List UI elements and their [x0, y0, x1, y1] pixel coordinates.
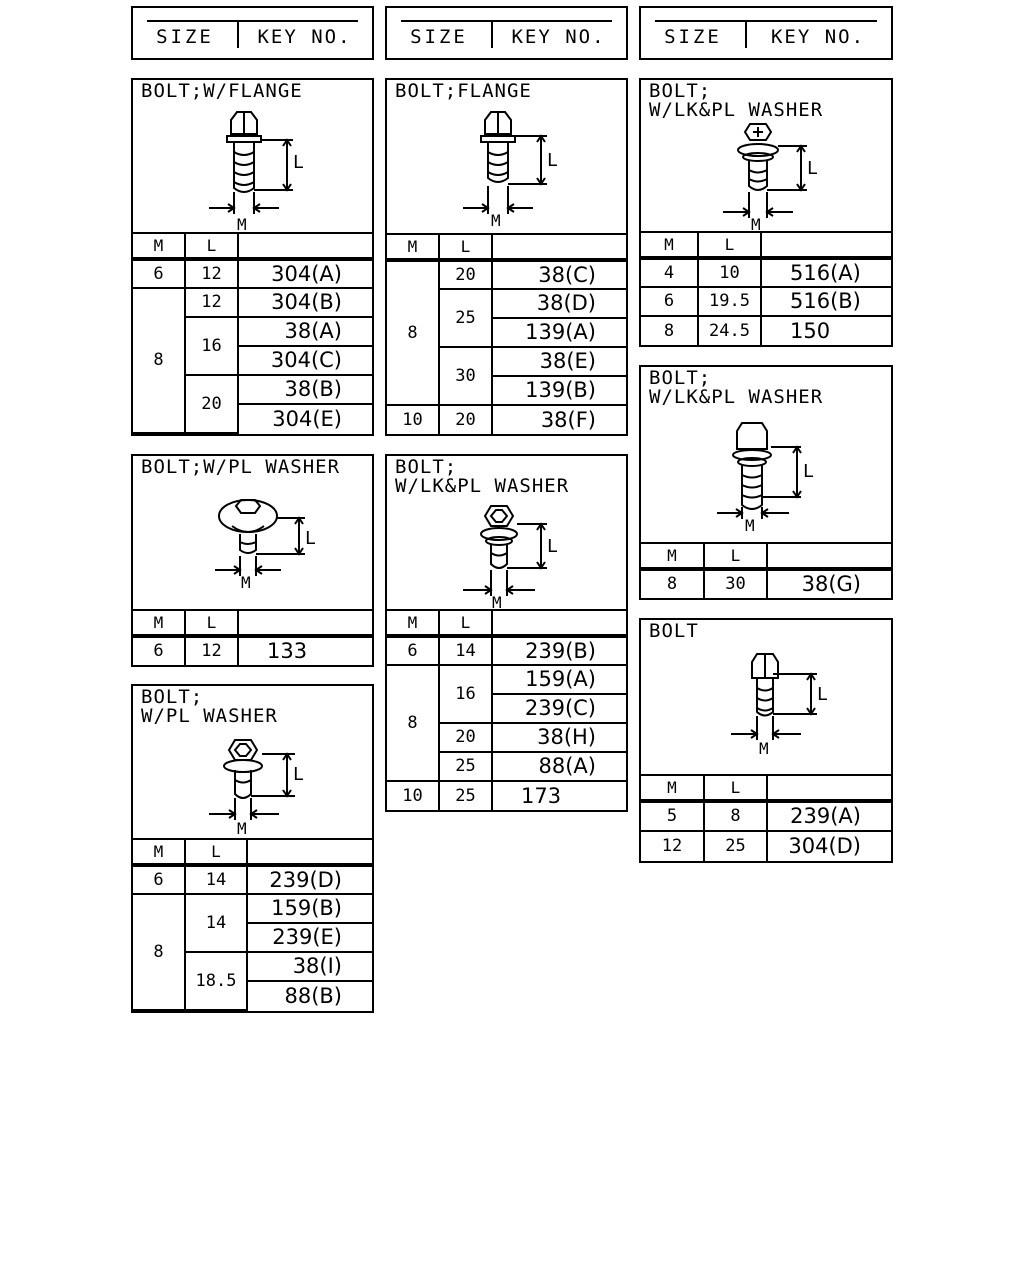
length-label: L: [807, 158, 818, 179]
diameter-label: M: [491, 211, 501, 230]
key-no-cell: 239(A): [766, 800, 891, 832]
key-no-cell: 304(C): [238, 345, 372, 376]
panel-title: BOLT;W/FLANGE: [141, 80, 303, 102]
panel-title: BOLT; W/PL WASHER: [141, 686, 278, 727]
length-label: L: [293, 764, 304, 785]
key-no-cell: 239(C): [492, 693, 626, 724]
panel-title: BOLT; W/LK&PL WASHER: [395, 456, 570, 497]
size-keyno-header-2: SIZE KEY NO.: [385, 6, 628, 60]
length-label: L: [547, 536, 558, 557]
key-no-cell: 159(A): [491, 664, 626, 695]
key-no-cell: 38(I): [246, 951, 372, 982]
key-no-cell: 88(B): [247, 980, 372, 1010]
key-no-cell: 38(E): [491, 346, 626, 377]
diameter-label: M: [492, 593, 502, 612]
key-no-cell: 88(A): [491, 751, 626, 782]
diameter-label: M: [745, 516, 755, 535]
diameter-label: M: [241, 573, 251, 592]
diameter-label: M: [237, 215, 247, 234]
length-label: L: [305, 528, 316, 549]
key-no-cell: 239(D): [246, 864, 372, 895]
size-label: SIZE: [664, 26, 722, 48]
key-no-cell: 516(A): [760, 257, 891, 288]
key-no-cell: 516(B): [760, 286, 891, 317]
key-no-cell: 304(A): [237, 258, 372, 289]
bolt-drawing: L M: [731, 653, 828, 758]
key-no-cell: 304(B): [237, 287, 372, 318]
panel-title: BOLT;W/PL WASHER: [141, 456, 341, 478]
bolt-pl-washer-drawing: L M: [215, 499, 316, 592]
key-no-cell: 38(D): [491, 288, 626, 319]
key-no-cell: 173: [491, 780, 626, 810]
bolt-flange-drawing: L M: [463, 111, 558, 230]
key-no-cell: 304(D): [766, 830, 891, 861]
key-no-cell: 38(F): [491, 404, 626, 434]
length-label: L: [803, 461, 814, 482]
size-keyno-header-1: SIZE KEY NO.: [131, 6, 374, 60]
diameter-label: M: [759, 739, 769, 758]
diameter-label: M: [751, 215, 761, 234]
bolt-lk-pl-washer-drawing: L M: [463, 505, 558, 612]
bolt-pl-washer-drawing: L M: [209, 739, 304, 838]
bolt-lk-pl-washer-drawing: L M: [723, 123, 818, 234]
panel-title: BOLT; W/LK&PL WASHER: [649, 80, 824, 121]
panel-title: BOLT;FLANGE: [395, 80, 532, 102]
key-no-cell: 239(B): [491, 635, 626, 666]
panel-title: BOLT; W/LK&PL WASHER: [649, 367, 824, 408]
panel-title: BOLT: [649, 620, 699, 642]
key-no-label: KEY NO.: [257, 26, 352, 48]
bolt-flange-drawing: L M: [209, 111, 304, 234]
key-no-cell: 38(H): [491, 722, 626, 753]
key-no-cell: 38(G): [766, 568, 891, 598]
key-no-cell: 239(E): [247, 922, 372, 953]
key-no-cell: 150: [760, 315, 891, 345]
key-no-cell: 159(B): [246, 893, 372, 924]
size-label: SIZE: [410, 26, 468, 48]
bolt-lk-pl-washer-drawing: L M: [717, 422, 814, 535]
diameter-label: M: [237, 819, 247, 838]
key-no-label: KEY NO.: [511, 26, 606, 48]
length-label: L: [817, 684, 828, 705]
key-no-cell: 139(A): [492, 317, 626, 348]
key-no-cell: 38(A): [237, 316, 372, 347]
key-no-label: KEY NO.: [770, 26, 866, 48]
length-label: L: [293, 152, 304, 173]
key-no-cell: 304(E): [238, 403, 372, 433]
key-no-cell: 133: [237, 635, 372, 665]
size-label: SIZE: [156, 26, 214, 48]
key-no-cell: 38(C): [491, 259, 626, 290]
size-keyno-header-3: SIZE KEY NO.: [639, 6, 893, 60]
key-no-cell: 38(B): [237, 374, 372, 405]
length-label: L: [547, 150, 558, 171]
key-no-cell: 139(B): [492, 375, 626, 406]
